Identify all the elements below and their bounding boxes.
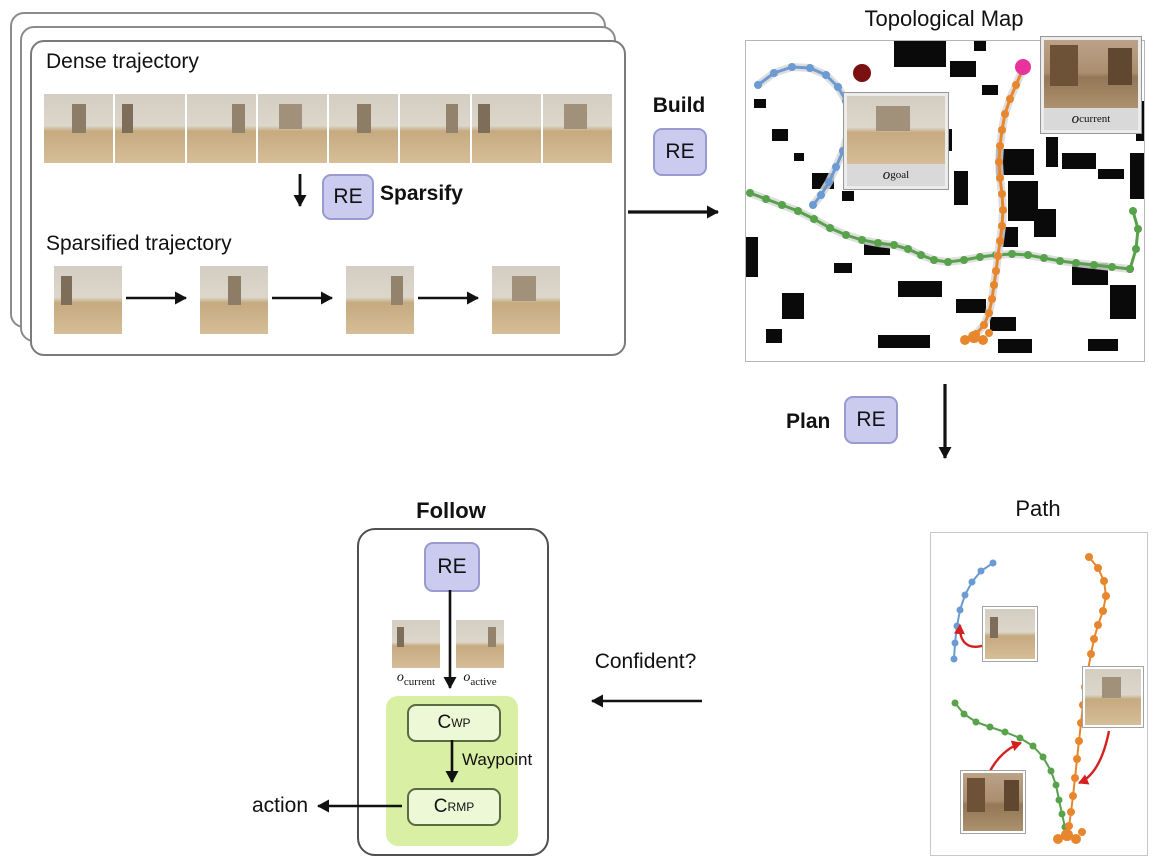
green-trajectory — [746, 189, 1142, 273]
follow-re-label: RE — [437, 555, 467, 578]
dense-trajectory-row — [44, 94, 612, 163]
path-observation-image — [985, 609, 1035, 659]
goal-obs-subscript: goal — [890, 169, 910, 181]
red-arrow-to-green — [987, 740, 1022, 774]
sparse-frame-image — [492, 266, 560, 334]
current-obs-symbol: o — [1071, 110, 1080, 127]
sparse-frame-image — [346, 266, 414, 334]
confident-label: Confident? — [594, 650, 697, 673]
crmp-subscript: RMP — [447, 800, 475, 814]
plan-re-box: RE — [844, 396, 898, 444]
current-subscript: current — [403, 675, 436, 688]
sparsify-re-label: RE — [333, 185, 363, 208]
blue-trajectory — [754, 63, 854, 209]
follow-active-observation-image — [456, 620, 504, 668]
goal-dot — [853, 64, 871, 82]
dense-frame-image — [115, 94, 185, 163]
topological-map-canvas — [746, 41, 1144, 353]
path-observation-inset-green — [960, 770, 1026, 834]
dense-trajectory-label: Dense trajectory — [46, 50, 199, 73]
sparsified-trajectory-label: Sparsified trajectory — [46, 232, 232, 255]
plan-re-label: RE — [856, 408, 886, 431]
dense-frame-image — [400, 94, 470, 163]
dense-frame-image — [257, 94, 327, 163]
build-label: Build — [652, 94, 706, 117]
sparsify-label: Sparsify — [380, 182, 463, 205]
build-re-label: RE — [665, 140, 695, 163]
dense-frame-image — [186, 94, 256, 163]
path-green-chain — [951, 699, 1071, 841]
path-observation-image — [963, 773, 1023, 831]
cwp-symbol: C — [437, 712, 452, 733]
dense-frame-image — [44, 94, 114, 163]
path-title: Path — [1015, 496, 1061, 521]
trajectory-card: Dense trajectory RE Sparsify Sparsified … — [30, 40, 626, 356]
follow-current-observation-image — [392, 620, 440, 668]
path-observation-inset-blue — [982, 606, 1038, 662]
path-blue-chain — [950, 559, 997, 663]
red-arrow-to-blue — [953, 624, 986, 648]
follow-current-obs-label: ocurrent — [384, 670, 448, 688]
action-label: action — [252, 794, 309, 817]
follow-title: Follow — [416, 498, 486, 523]
current-dot — [1015, 59, 1031, 75]
topological-map-title: Topological Map — [864, 6, 1024, 31]
orange-trajectory — [960, 67, 1026, 345]
crmp-symbol: C — [433, 796, 448, 817]
dense-frame-image — [542, 94, 612, 163]
current-obs-subscript: current — [1079, 113, 1111, 125]
waypoint-label: Waypoint — [462, 750, 533, 769]
dense-frame-image — [471, 94, 541, 163]
plan-label: Plan — [786, 410, 831, 433]
dense-frame-image — [329, 94, 399, 163]
follow-re-box: RE — [424, 542, 480, 592]
build-re-box: RE — [653, 128, 707, 176]
sparse-frame-image — [54, 266, 122, 334]
cwp-subscript: WP — [451, 716, 471, 730]
current-symbol: o — [396, 670, 404, 685]
active-subscript: active — [470, 675, 497, 688]
path-observation-image — [1085, 669, 1141, 725]
path-observation-inset-orange — [1082, 666, 1144, 728]
sparsify-re-box: RE — [322, 174, 374, 220]
follow-active-obs-label: oactive — [448, 670, 512, 688]
sparse-frame-image — [200, 266, 268, 334]
red-arrow-to-orange — [1078, 730, 1111, 785]
current-observation-image — [1044, 40, 1138, 108]
goal-obs-symbol: o — [882, 166, 891, 183]
goal-observation-image — [847, 96, 945, 164]
active-symbol: o — [463, 670, 471, 685]
